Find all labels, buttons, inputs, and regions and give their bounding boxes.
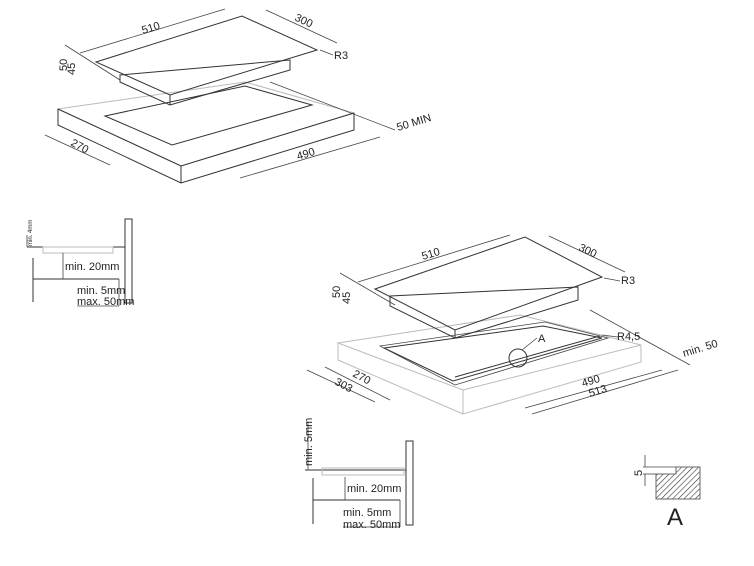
- isometric-view-1: 510 300 R3 50 45 270 490 50 MIN: [44, 8, 433, 184]
- detail-a-callout: A: [538, 333, 546, 345]
- dim-radius-2: R3: [621, 275, 635, 287]
- hob: [94, 15, 319, 106]
- top-gap: min. 4mm: [28, 220, 34, 246]
- cross-section-2: min. 5mm min. 20mm min. 5mm max. 50mm: [303, 418, 414, 531]
- side-min: min. 5mm: [77, 285, 125, 297]
- side-max-2: max. 50mm: [343, 519, 400, 531]
- dim-clearance-2: min. 50: [681, 338, 719, 360]
- dim-height-body: 45: [66, 63, 78, 75]
- dim-cut-width: 490: [295, 146, 316, 163]
- below-gap: min. 20mm: [65, 261, 119, 273]
- dim-cut-radius: R4,5: [617, 331, 640, 343]
- dim-height-total-2: 50: [331, 286, 343, 298]
- hob-2: [373, 236, 604, 339]
- dim-clearance: 50 MIN: [395, 112, 432, 134]
- top-gap-2: min. 5mm: [303, 418, 315, 466]
- dim-radius: R3: [334, 50, 348, 62]
- detail-a: 5 A: [633, 455, 701, 531]
- counter-block-2: [336, 314, 642, 415]
- side-min-2: min. 5mm: [343, 507, 391, 519]
- dimension-lines-2: [306, 234, 691, 415]
- dim-width: 510: [140, 20, 161, 37]
- side-max: max. 50mm: [77, 296, 134, 308]
- below-gap-2: min. 20mm: [347, 483, 401, 495]
- cross-section-1: min. 4mm min. 20mm min. 5mm max. 50mm: [26, 218, 134, 308]
- dim-cut-depth: 270: [69, 137, 91, 156]
- dim-width-2: 510: [420, 246, 441, 263]
- dim-cut-width-2: 490: [580, 373, 601, 390]
- dim-height-total: 50: [58, 59, 70, 71]
- dim-height-body-2: 45: [341, 292, 353, 304]
- dim-rebate-width: 513: [587, 383, 608, 400]
- dim-depth: 300: [293, 12, 315, 31]
- dimension-lines: [44, 8, 396, 179]
- isometric-view-2: 510 300 R3 50 45 R4,5 A 270 303 490 513 …: [306, 234, 719, 415]
- detail-a-label: A: [667, 504, 683, 531]
- detail-a-dimension: 5: [633, 470, 645, 476]
